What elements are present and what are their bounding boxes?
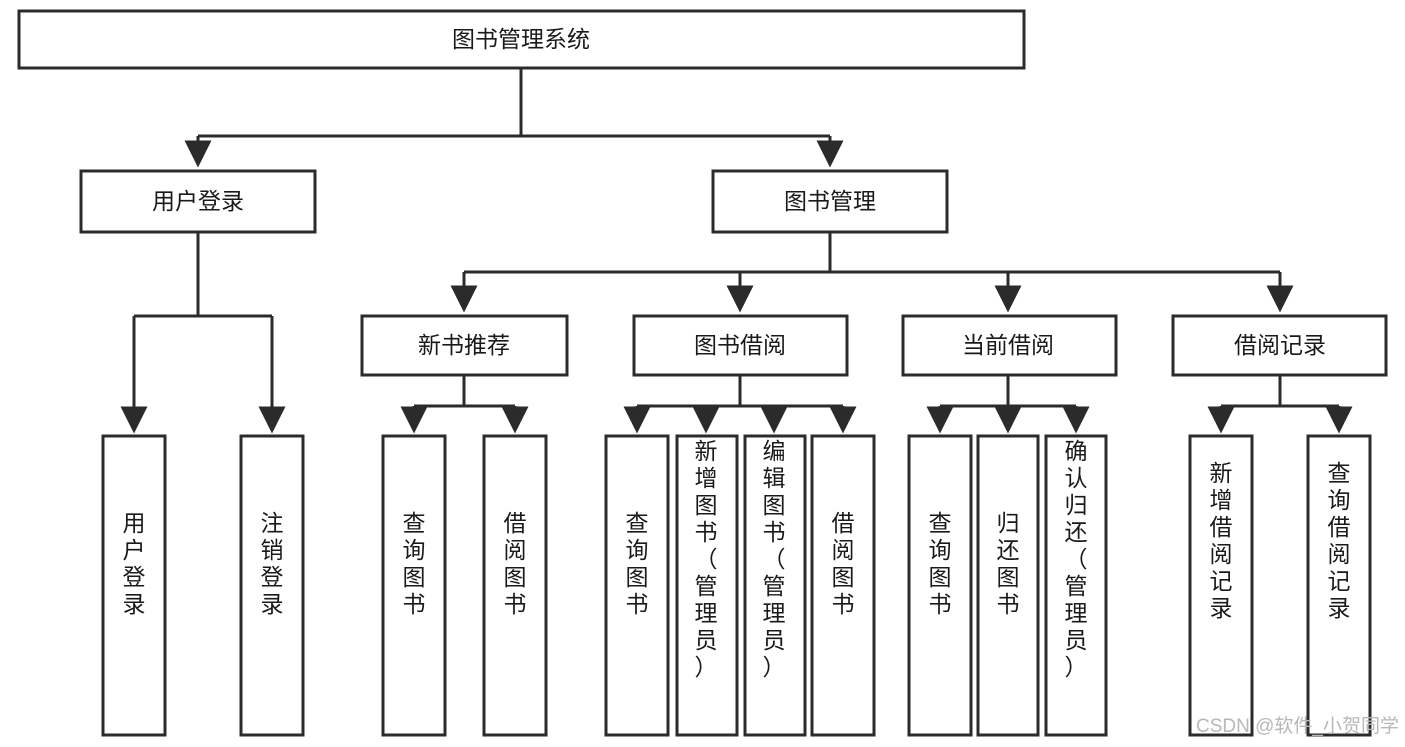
- node-leaf-edit-book-label: 编辑图书（管理员）: [763, 438, 786, 680]
- node-new-book-recommend[interactable]: 新书推荐: [360, 314, 569, 377]
- node-leaf-edit-book-box[interactable]: [743, 434, 807, 737]
- node-leaf-confirm-return-box[interactable]: [1044, 434, 1108, 737]
- node-leaf-query-book-1-box[interactable]: [381, 434, 447, 737]
- node-leaf-user-login-box[interactable]: [101, 434, 167, 737]
- edges-layer: [120, 68, 1353, 434]
- node-leaf-borrow-book-2[interactable]: 借阅图书: [810, 434, 876, 737]
- node-leaf-borrow-book-1[interactable]: 借阅图书: [482, 434, 548, 737]
- node-current-borrow-label: 当前借阅: [962, 332, 1054, 358]
- node-user-login-label: 用户登录: [152, 188, 244, 214]
- node-user-login-box[interactable]: [79, 169, 317, 234]
- node-leaf-logout-login[interactable]: 注销登录: [239, 434, 305, 737]
- node-leaf-return-book[interactable]: 归还图书: [976, 434, 1040, 737]
- node-borrow-record[interactable]: 借阅记录: [1171, 314, 1388, 377]
- node-leaf-borrow-book-2-label: 借阅图书: [832, 510, 855, 617]
- node-book-management-box[interactable]: [711, 169, 949, 234]
- node-root[interactable]: 图书管理系统: [17, 9, 1026, 70]
- node-leaf-query-book-1-label: 查询图书: [403, 510, 426, 617]
- node-leaf-add-book[interactable]: 新增图书（管理员）: [675, 434, 739, 737]
- node-book-borrow[interactable]: 图书借阅: [632, 314, 849, 377]
- node-leaf-user-login-label: 用户登录: [123, 510, 146, 617]
- node-leaf-logout-login-box[interactable]: [239, 434, 305, 737]
- node-leaf-query-book-1[interactable]: 查询图书: [381, 434, 447, 737]
- node-current-borrow-box[interactable]: [901, 314, 1118, 377]
- node-leaf-query-book-3-label: 查询图书: [929, 510, 952, 617]
- node-leaf-query-record-box[interactable]: [1306, 434, 1372, 737]
- node-borrow-record-label: 借阅记录: [1234, 332, 1326, 358]
- node-leaf-add-record-label: 新增借阅记录: [1210, 460, 1233, 621]
- csdn-watermark: CSDN @软件_小贺同学: [1196, 715, 1399, 737]
- node-leaf-user-login[interactable]: 用户登录: [101, 434, 167, 737]
- node-leaf-borrow-book-2-box[interactable]: [810, 434, 876, 737]
- node-leaf-logout-login-label: 注销登录: [261, 510, 284, 617]
- node-root-box[interactable]: [17, 9, 1026, 70]
- node-new-book-recommend-label: 新书推荐: [418, 332, 510, 358]
- node-book-borrow-label: 图书借阅: [694, 332, 786, 358]
- node-leaf-edit-book[interactable]: 编辑图书（管理员）: [743, 434, 807, 737]
- node-leaf-confirm-return[interactable]: 确认归还（管理员）: [1044, 434, 1108, 737]
- node-leaf-add-record[interactable]: 新增借阅记录: [1188, 434, 1254, 737]
- node-leaf-add-book-label: 新增图书（管理员）: [695, 438, 718, 680]
- node-leaf-confirm-return-label: 确认归还（管理员）: [1065, 438, 1088, 680]
- node-book-management[interactable]: 图书管理: [711, 169, 949, 234]
- node-leaf-query-record[interactable]: 查询借阅记录: [1306, 434, 1372, 737]
- node-leaf-return-book-label: 归还图书: [997, 510, 1020, 617]
- node-leaf-query-book-2-box[interactable]: [604, 434, 670, 737]
- node-borrow-record-box[interactable]: [1171, 314, 1388, 377]
- node-leaf-borrow-book-1-label: 借阅图书: [504, 510, 527, 617]
- node-book-borrow-box[interactable]: [632, 314, 849, 377]
- node-leaf-add-record-box[interactable]: [1188, 434, 1254, 737]
- node-new-book-recommend-box[interactable]: [360, 314, 569, 377]
- node-user-login[interactable]: 用户登录: [79, 169, 317, 234]
- node-leaf-borrow-book-1-box[interactable]: [482, 434, 548, 737]
- node-book-management-label: 图书管理: [784, 188, 876, 214]
- node-leaf-query-book-2[interactable]: 查询图书: [604, 434, 670, 737]
- node-leaf-query-book-3-box[interactable]: [907, 434, 973, 737]
- node-leaf-query-book-3[interactable]: 查询图书: [907, 434, 973, 737]
- node-root-label: 图书管理系统: [452, 26, 590, 52]
- node-leaf-query-record-label: 查询借阅记录: [1328, 460, 1351, 621]
- node-leaf-query-book-2-label: 查询图书: [626, 510, 649, 617]
- node-leaf-add-book-box[interactable]: [675, 434, 739, 737]
- node-current-borrow[interactable]: 当前借阅: [901, 314, 1118, 377]
- node-leaf-return-book-box[interactable]: [976, 434, 1040, 737]
